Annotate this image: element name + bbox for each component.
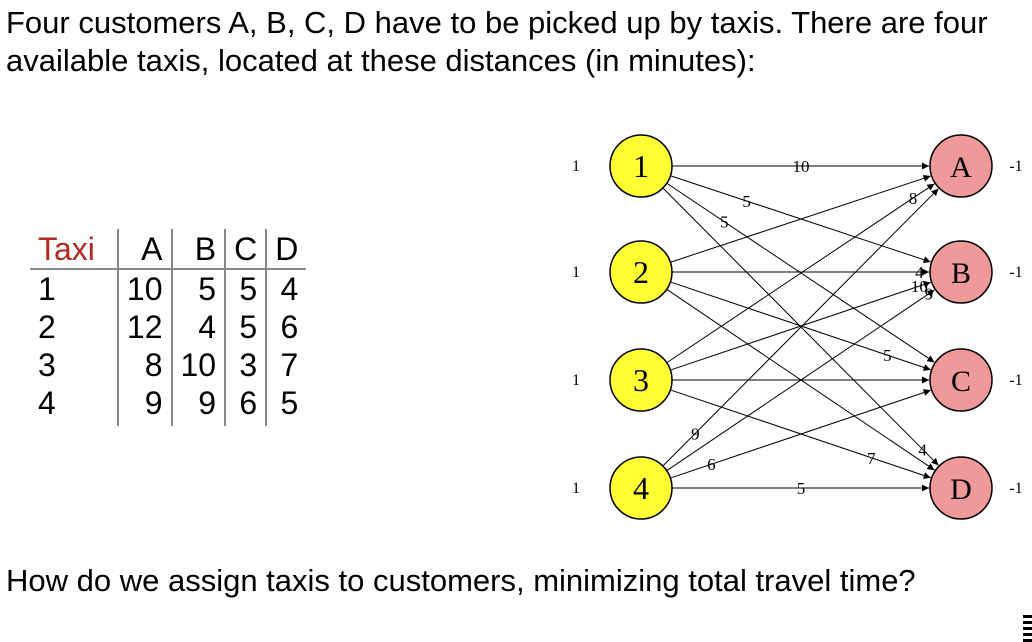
- edge-4-A: [662, 188, 939, 467]
- edge-3-A: [666, 183, 935, 364]
- table-cell: 2: [38, 309, 56, 345]
- customer-node-D: [929, 456, 993, 520]
- edge-weight-1-D: 4: [918, 440, 927, 459]
- taxi-node-2: [609, 240, 673, 304]
- edge-4-B: [666, 289, 935, 472]
- taxi-node-3: [609, 348, 673, 412]
- table-cell: 8: [116, 346, 172, 384]
- table-cell: 9: [170, 384, 226, 426]
- edge-weight-4-A: 9: [691, 424, 700, 443]
- table-cell: 5: [170, 269, 226, 308]
- edge-weight-1-A: 10: [793, 157, 810, 176]
- customer-label-B: B: [951, 257, 971, 290]
- table-cell: 6: [265, 308, 307, 346]
- customer-demand-C: -1: [1009, 372, 1022, 389]
- table-cell: 3: [224, 346, 267, 384]
- table-cell: 5: [224, 308, 267, 346]
- table-header-taxi: Taxi: [30, 229, 118, 270]
- corner-mark: [1023, 615, 1032, 642]
- taxi-supply-2: 1: [572, 264, 580, 281]
- problem-statement: Four customers A, B, C, D have to be pic…: [6, 5, 988, 78]
- table-row: 3 8 10 3 7: [30, 346, 307, 384]
- customer-label-C: C: [951, 365, 971, 398]
- table-cell: 3: [38, 347, 56, 383]
- edge-label-group: 1055412456810379965: [655, 157, 933, 498]
- edge-weight-3-B: 10: [911, 277, 928, 296]
- table-cell: 12: [116, 308, 172, 346]
- taxi-node-4: [609, 456, 673, 520]
- taxi-label-4: 4: [633, 470, 649, 506]
- edge-weight-4-B: 9: [925, 285, 934, 304]
- table-cell: 5: [224, 269, 267, 308]
- table-cell: 1: [38, 271, 56, 307]
- edge-weight-4-D: 5: [797, 479, 806, 498]
- customer-demand-D: -1: [1009, 480, 1022, 497]
- customer-demand-B: -1: [1009, 264, 1022, 281]
- customer-label-D: D: [950, 473, 972, 506]
- edge-weight-1-C: 5: [720, 213, 729, 232]
- table-cell: 7: [265, 346, 307, 384]
- taxi-node-1: [609, 134, 673, 198]
- table-cell: 4: [170, 308, 226, 346]
- table-header-d: D: [265, 229, 307, 270]
- edge-4-C: [670, 389, 931, 479]
- taxi-supply-4: 1: [572, 480, 580, 497]
- table-cell: 10: [170, 346, 226, 384]
- edge-group: [662, 162, 939, 492]
- taxi-supply-3: 1: [572, 372, 580, 389]
- customer-node-B: [929, 240, 993, 304]
- table-cell: 4: [265, 269, 307, 308]
- table-row: 2 12 4 5 6: [30, 308, 307, 346]
- edge-weight-3-D: 7: [867, 449, 876, 468]
- question: How do we assign taxis to customers, min…: [6, 563, 916, 598]
- table-header-row: Taxi A B C D: [30, 229, 307, 270]
- table-cell: 6: [224, 384, 267, 426]
- customer-label-A: A: [950, 151, 972, 184]
- table-header-a: A: [116, 229, 172, 270]
- taxi-label-2: 2: [633, 254, 649, 290]
- customer-node-A: [929, 134, 993, 198]
- taxi-label-3: 3: [633, 362, 649, 398]
- table-cell: 4: [38, 385, 56, 421]
- taxi-supply-1: 1: [572, 158, 580, 175]
- table-cell: 10: [116, 269, 172, 308]
- taxi-label-1: 1: [633, 148, 649, 184]
- table-row: 1 10 5 5 4: [30, 269, 307, 308]
- edge-3-B: [670, 281, 931, 371]
- customer-demand-A: -1: [1009, 158, 1022, 175]
- distance-table: Taxi A B C D 1 10 5 5 4 2 12 4 5 6 3 8 1…: [30, 229, 307, 426]
- edge-weight-1-B: 5: [742, 192, 751, 211]
- customer-node-C: [929, 348, 993, 412]
- edge-weight-2-C: 5: [883, 346, 892, 365]
- edge-weight-3-A: 8: [909, 189, 918, 208]
- edge-weight-2-B: 4: [915, 263, 924, 282]
- table-header-c: C: [224, 229, 267, 270]
- table-row: 4 9 9 6 5: [30, 384, 307, 426]
- table-cell: 5: [265, 384, 307, 426]
- edge-weight-4-C: 6: [707, 455, 716, 474]
- edge-2-A: [670, 174, 931, 263]
- table-cell: 9: [116, 384, 172, 426]
- table-header-b: B: [170, 229, 226, 270]
